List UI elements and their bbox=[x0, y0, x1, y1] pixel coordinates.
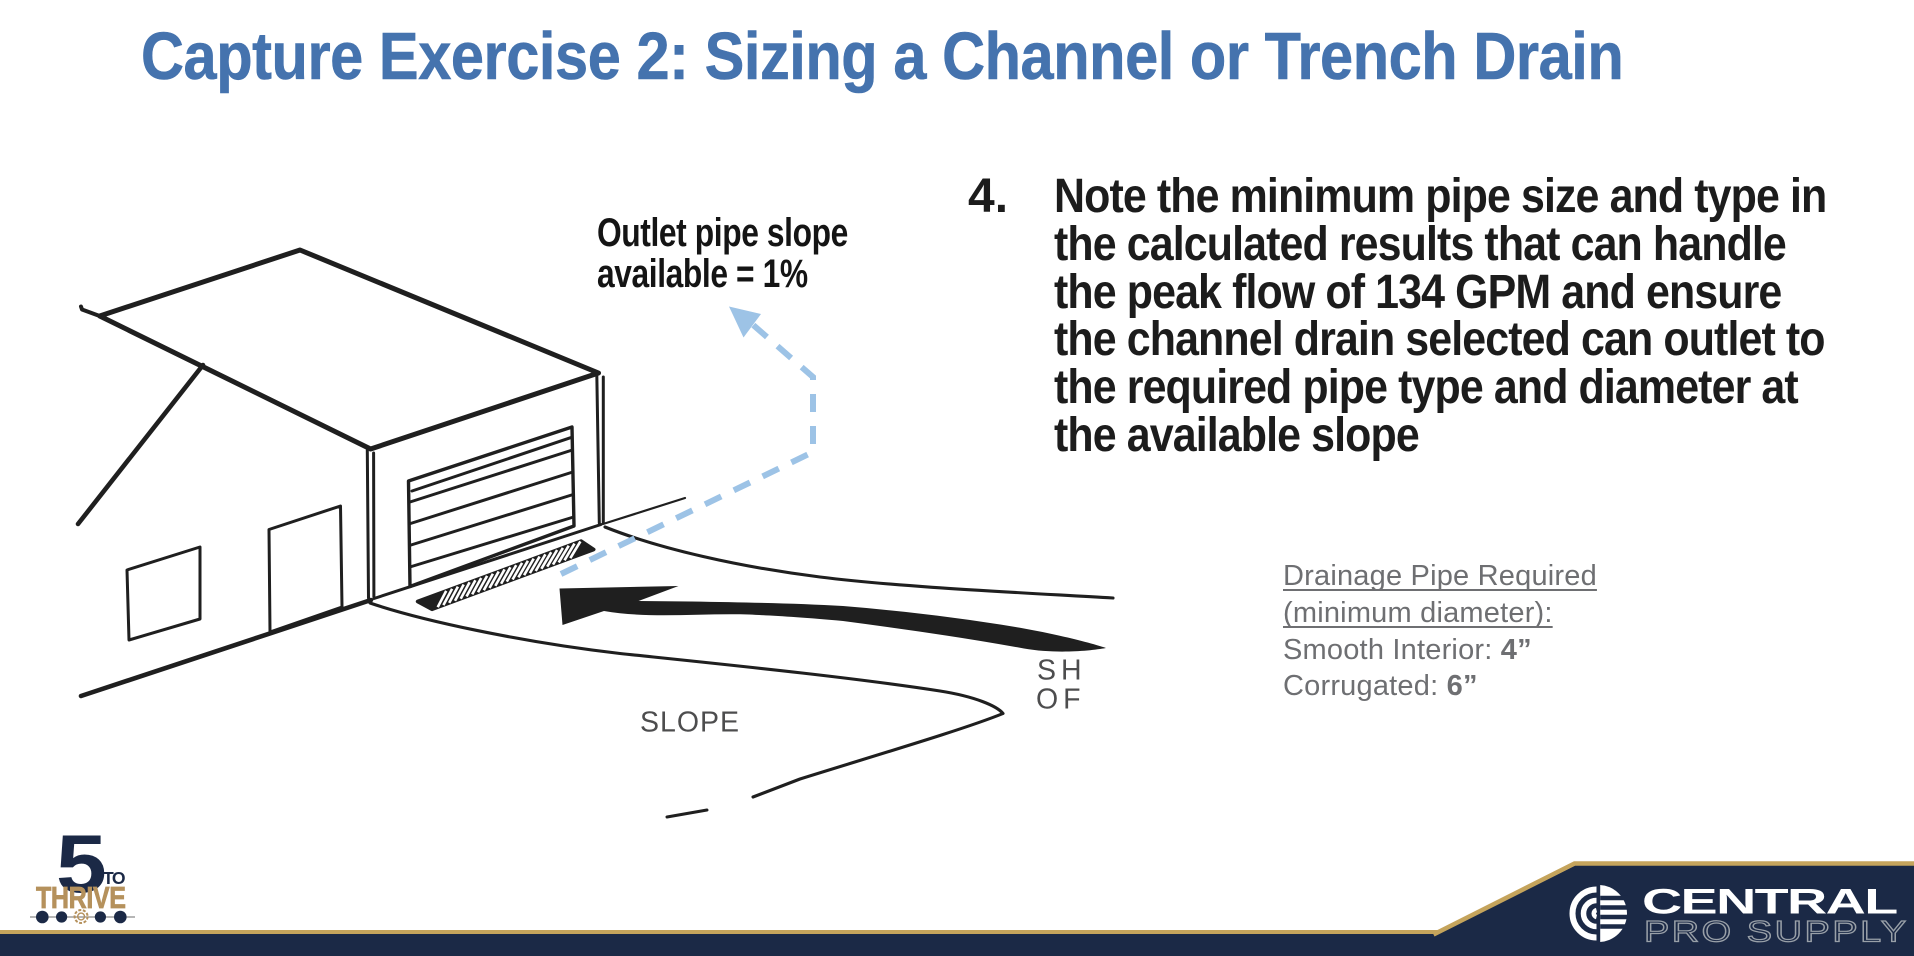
svg-text:SH: SH bbox=[1037, 655, 1087, 687]
svg-text:OF: OF bbox=[1036, 684, 1086, 716]
svg-text:SLOPE: SLOPE bbox=[640, 707, 740, 739]
svg-text:PRO SUPPLY: PRO SUPPLY bbox=[1644, 915, 1909, 948]
svg-text:CENTRAL: CENTRAL bbox=[1642, 882, 1897, 921]
